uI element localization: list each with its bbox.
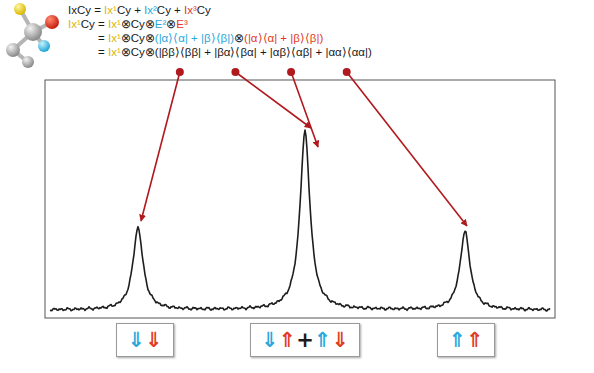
formula-term: + <box>312 46 325 59</box>
spectrum <box>50 130 550 311</box>
formula-term: Cy <box>197 4 211 17</box>
formula-term: |βα⟩⟨βα| <box>214 46 257 59</box>
formula-term: ⊗ <box>234 32 244 45</box>
spectrum-frame <box>45 80 555 318</box>
formula-term: (|α⟩⟨α| + |β⟩⟨β|) <box>244 32 323 45</box>
formula-term: |αα⟩⟨αα| <box>325 46 368 59</box>
spin-state-box: ⇓⇓ <box>116 323 173 357</box>
formula-term: Ix³ <box>184 4 197 17</box>
formula-line: Ix¹Cy = Ix¹⊗Cy⊗E²⊗E³ <box>68 18 188 31</box>
formula-term: = <box>98 46 108 59</box>
formula-term: ⊗Cy⊗ <box>121 32 155 45</box>
leader-line <box>141 72 180 221</box>
leader-dot <box>231 68 239 76</box>
leader-dot <box>287 68 295 76</box>
leader-dot <box>343 68 351 76</box>
formula-term: = <box>98 32 108 45</box>
formula-term: Cy + <box>157 4 184 17</box>
spectrum-trace <box>50 130 550 311</box>
formula-term: ⊗Cy⊗( <box>121 46 159 59</box>
spin-state-box: ⇑⇑ <box>437 323 494 357</box>
formula-term: Ix¹ <box>108 32 121 45</box>
formula-term: + <box>257 46 270 59</box>
leader-dot <box>176 68 184 76</box>
formula-term: Cy + <box>117 4 144 17</box>
formula-term: Ix¹ <box>68 18 81 31</box>
spin-state-box: ⇓⇑+⇑⇓ <box>250 323 360 357</box>
spin-arrow: ⇓ <box>145 328 163 352</box>
spin-arrow: ⇑ <box>448 328 466 352</box>
formula-term: E² <box>155 18 167 31</box>
formula-term: IxCy = <box>68 4 104 17</box>
formula-line: IxCy = Ix¹Cy + Ix²Cy + Ix³Cy <box>68 4 211 17</box>
formula-term: ) <box>368 46 372 59</box>
spin-arrow: ⇓ <box>127 328 145 352</box>
formula-term: Ix¹ <box>104 4 117 17</box>
spin-arrow: ⇑ <box>314 328 332 352</box>
spin-arrow: ⇑ <box>466 328 484 352</box>
formula-term: Ix¹ <box>108 46 121 59</box>
formula-term: ⊗ <box>166 18 176 31</box>
spin-arrow: ⇓ <box>261 328 279 352</box>
formula-term: |αβ⟩⟨αβ| <box>270 46 313 59</box>
formula-term: E³ <box>176 18 188 31</box>
formula-line: = Ix¹⊗Cy⊗(|α⟩⟨α| + |β⟩⟨β|)⊗(|α⟩⟨α| + |β⟩… <box>98 32 323 45</box>
formula-term: Ix¹ <box>108 18 121 31</box>
spin-arrow: ⇓ <box>331 328 349 352</box>
leader-arrows <box>141 68 467 226</box>
formula-term: |ββ⟩⟨ββ| <box>159 46 201 59</box>
molecule <box>6 3 59 68</box>
formula-line: = Ix¹⊗Cy⊗(|ββ⟩⟨ββ| + |βα⟩⟨βα| + |αβ⟩⟨αβ|… <box>98 46 372 59</box>
formula-term: Ix² <box>144 4 157 17</box>
formula-term: + <box>201 46 214 59</box>
spin-arrow: + <box>296 328 314 352</box>
leader-line <box>347 72 467 226</box>
formula-term: Cy = <box>81 18 108 31</box>
formula-term: (|α⟩⟨α| + |β⟩⟨β|) <box>155 32 234 45</box>
leader-line <box>291 72 318 147</box>
spin-arrow: ⇑ <box>279 328 297 352</box>
leader-line <box>235 72 311 128</box>
formula-term: ⊗Cy⊗ <box>121 18 155 31</box>
